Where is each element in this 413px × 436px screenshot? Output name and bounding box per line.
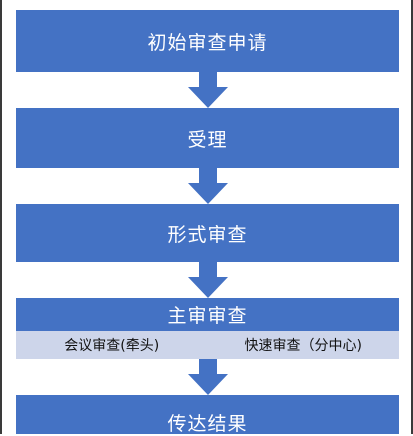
- arrow-down-icon: [188, 72, 228, 108]
- step-main-review: 主审审查: [16, 298, 399, 331]
- step-initial-application-label: 初始审查申请: [147, 31, 268, 54]
- step-deliver-result: 传达结果: [16, 395, 399, 435]
- review-type-fast: 快速审查（分中心): [244, 338, 362, 354]
- arrow-down-icon: [188, 168, 228, 204]
- review-type-row: 会议审查(牵头) 快速审查（分中心): [16, 331, 399, 359]
- step-accept: 受理: [16, 108, 399, 168]
- arrow-down-icon: [188, 262, 228, 298]
- step-deliver-result-label: 传达结果: [167, 413, 248, 435]
- step-formal-review-label: 形式审查: [167, 223, 248, 246]
- step-initial-application: 初始审查申请: [16, 10, 399, 72]
- step-main-review-label: 主审审查: [167, 305, 248, 327]
- arrow-down-icon: [188, 359, 228, 395]
- review-type-meeting: 会议审查(牵头): [64, 338, 160, 354]
- step-formal-review: 形式审查: [16, 204, 399, 262]
- step-accept-label: 受理: [187, 128, 228, 151]
